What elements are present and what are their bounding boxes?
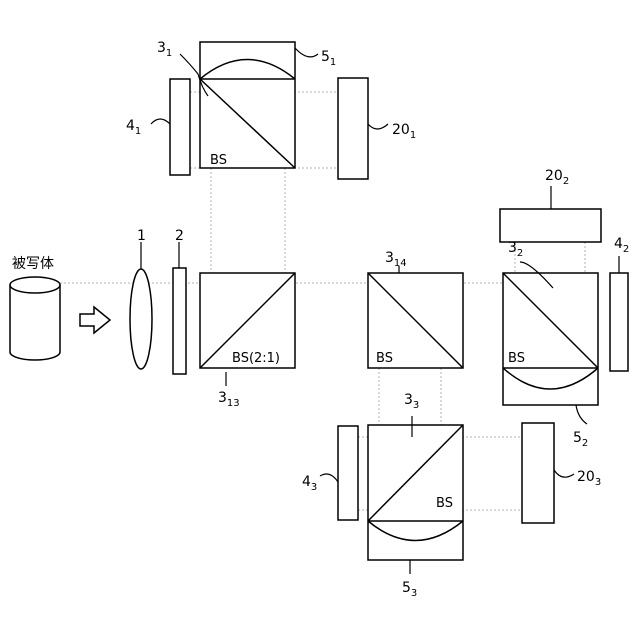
prism-3-14-label: 314	[385, 250, 407, 269]
lens-5-3-label: 53	[402, 580, 417, 599]
beamsplitter-3-3	[368, 425, 463, 560]
sensor-20-3	[522, 423, 554, 523]
prism-3-2-label: 32	[508, 240, 523, 259]
lens-5-1-label: 51	[321, 49, 336, 68]
block-4-1	[170, 79, 190, 175]
sensor-20-2-label: 202	[545, 168, 569, 187]
block-4-2-label: 42	[614, 236, 629, 255]
beamsplitter-3-1	[200, 42, 295, 168]
prism-3-1-label: 31	[157, 40, 172, 59]
bs-top-label: BS	[210, 153, 227, 168]
bs-middle-label: BS	[376, 351, 393, 366]
sensor-20-1-label: 201	[392, 122, 416, 141]
sensor-20-1	[338, 78, 368, 179]
block-4-3	[338, 426, 358, 520]
subject-cylinder-icon	[10, 277, 60, 360]
hollow-right-arrow-icon	[80, 307, 110, 333]
lens-label: 1	[137, 228, 146, 244]
sensor-20-2	[500, 209, 601, 242]
subject-label: 被写体	[12, 256, 54, 272]
prism-3-3-label: 33	[404, 392, 419, 411]
objective-lens	[130, 269, 152, 369]
block-4-2	[610, 273, 628, 371]
filter-label: 2	[175, 228, 184, 244]
prism-3-13-label: 313	[218, 390, 240, 409]
lens-5-2-label: 52	[573, 430, 588, 449]
beamsplitter-3-2	[503, 273, 598, 405]
filter-plate	[173, 268, 186, 374]
sensor-20-3-label: 203	[577, 469, 601, 488]
bs-bottom-label: BS	[436, 496, 453, 511]
bs-ratio-label: BS(2:1)	[232, 351, 280, 366]
bs-right-label: BS	[508, 351, 525, 366]
block-4-3-label: 43	[302, 474, 317, 493]
block-4-1-label: 41	[126, 118, 141, 137]
